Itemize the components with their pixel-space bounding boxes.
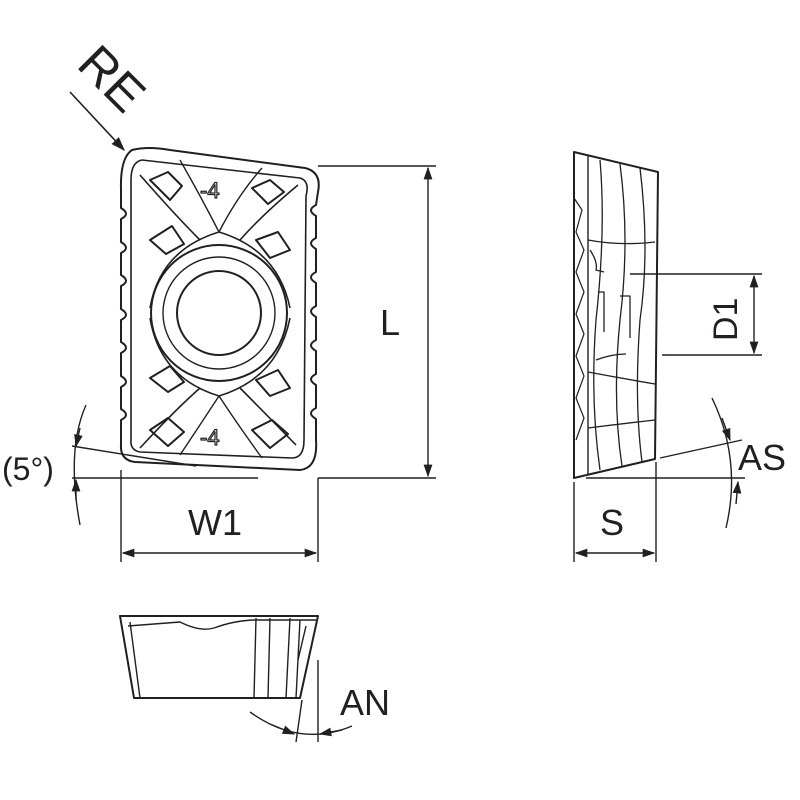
center-hole-inner [176, 270, 262, 356]
bore-dimension [630, 273, 762, 356]
l-label: L [380, 302, 401, 343]
length-dimension [318, 165, 436, 479]
side-outline [573, 151, 659, 479]
bump-6 [255, 369, 291, 397]
rib-bl [139, 387, 201, 449]
insert-side-view [573, 151, 659, 479]
engraved-mark-bottom: -4 [200, 425, 220, 450]
center-hole-outer [150, 244, 288, 382]
clearance-angle-label: (5°) [2, 451, 54, 487]
chipbreaker-upper [149, 231, 291, 309]
insert-front-view: -4 -4 [119, 147, 320, 471]
axial-angle-dimension [586, 397, 745, 529]
as-label: AS [738, 437, 787, 478]
an-label: AN [340, 682, 391, 723]
bump-4 [255, 231, 291, 259]
bump-8 [251, 419, 289, 449]
clearance-angle-dimension [71, 404, 258, 526]
insert-outline [119, 147, 320, 471]
rib-tl [139, 174, 201, 241]
bump-3 [149, 225, 185, 255]
re-leader [69, 91, 125, 152]
insert-inner-edge [130, 159, 308, 459]
rib-top [179, 159, 263, 233]
bump-7 [149, 417, 185, 447]
insert-bottom-view [119, 615, 319, 699]
rib-tr [239, 184, 299, 241]
bump-1 [149, 171, 183, 201]
bump-2 [251, 179, 285, 205]
s-label: S [600, 502, 625, 543]
bump-5 [149, 365, 185, 393]
center-hole-rim [162, 256, 276, 370]
bottom-outline [119, 615, 319, 699]
width-dimension [120, 470, 319, 562]
chipbreaker-lower [149, 317, 291, 397]
d1-label: D1 [707, 297, 745, 341]
engraved-mark-top: -4 [200, 178, 220, 203]
rib-br [239, 387, 297, 446]
w1-label: W1 [188, 502, 242, 543]
normal-angle-dimension [249, 660, 353, 743]
rib-bottom [179, 395, 263, 459]
